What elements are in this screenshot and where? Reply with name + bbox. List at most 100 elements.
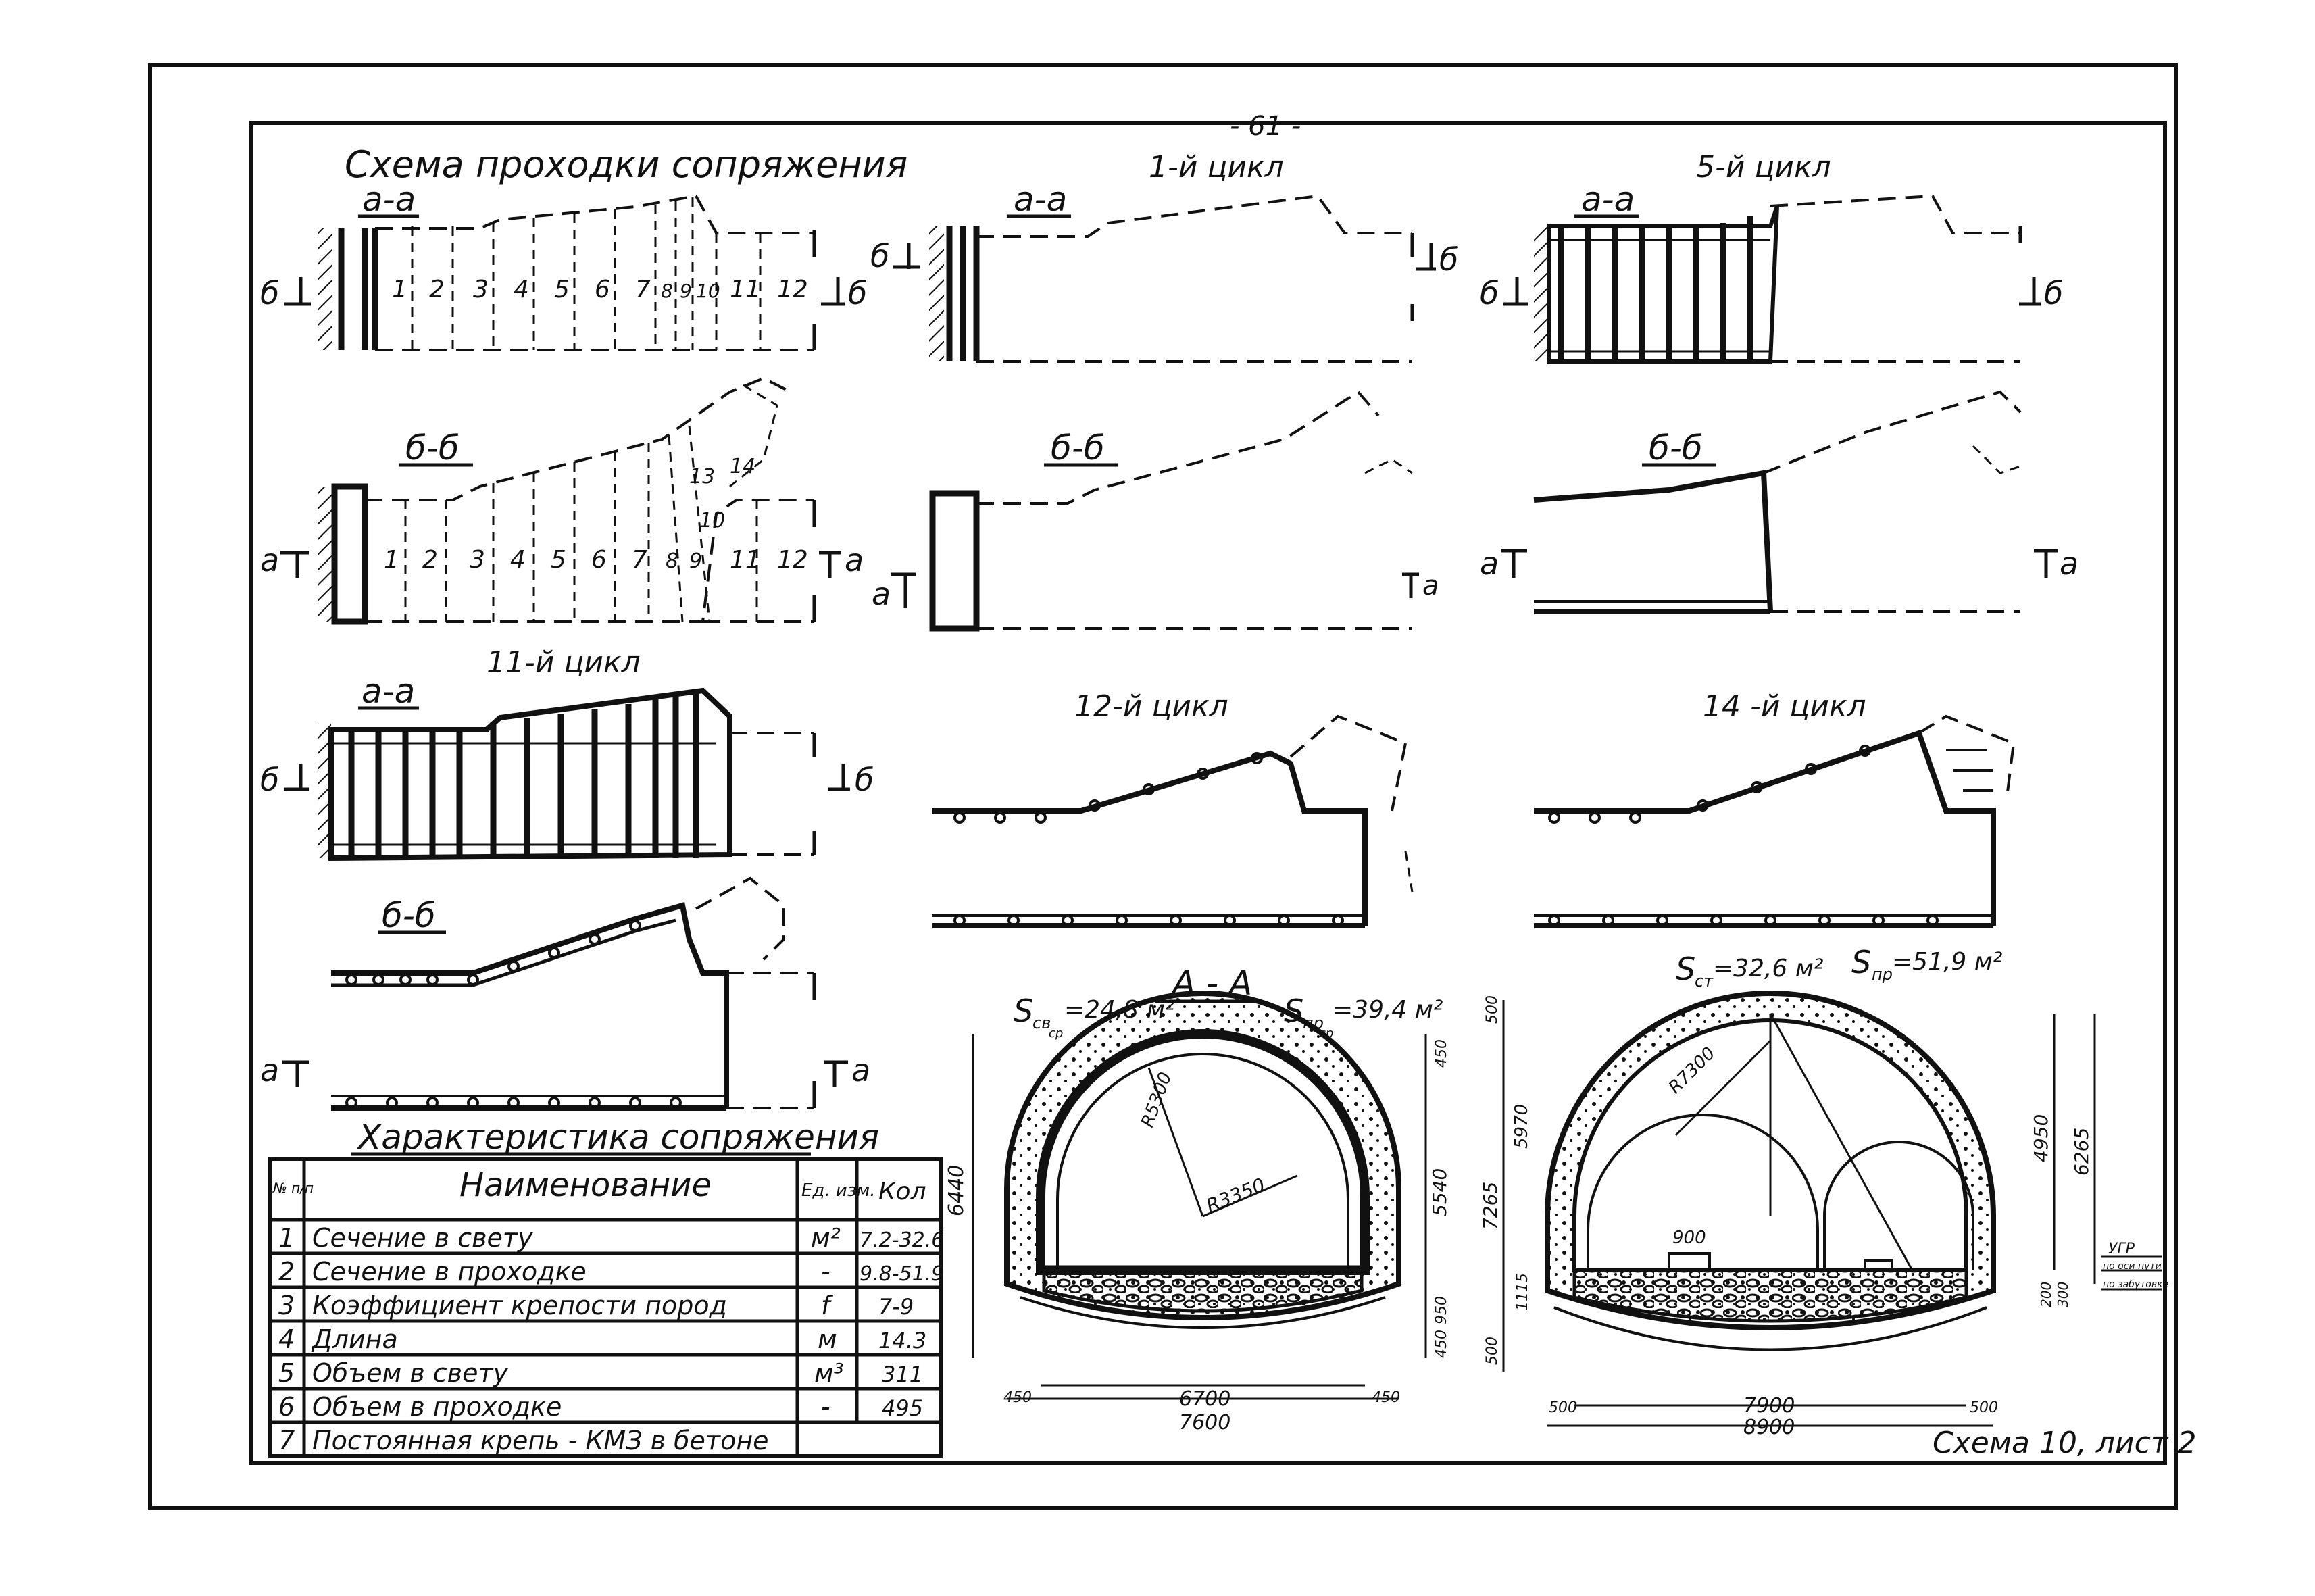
marker-b: б — [848, 275, 867, 311]
cycle-1-aa: 1-й цикл а-а б б — [870, 150, 1458, 363]
row-name: Коэффициент крепости пород — [312, 1291, 727, 1320]
row-num: 1 — [278, 1223, 295, 1253]
svg-text:S: S — [1851, 944, 1871, 980]
segment-label: 4 — [514, 276, 529, 303]
segment-label: 2 — [422, 546, 438, 574]
row-name: Постоянная крепь - КМЗ в бетоне — [312, 1426, 769, 1455]
segment-label: 6 — [591, 546, 607, 574]
segment-label: 4 — [510, 546, 526, 574]
dim-bottom2: 450 — [1433, 1330, 1450, 1358]
dim-h1: 4950 — [2030, 1114, 2052, 1162]
note-axis: по оси пути — [2103, 1261, 2162, 1272]
table-row: 2 Сечение в проходке - 9.8-51.9 — [278, 1257, 944, 1287]
cycle-11-title: 11-й цикл — [487, 645, 641, 680]
svg-text:пр: пр — [1872, 965, 1893, 984]
row-qty: 14.3 — [878, 1328, 926, 1353]
svg-text:ср: ср — [1049, 1026, 1063, 1041]
dim-lv2: 300 — [2055, 1282, 2071, 1307]
header-num: № п/п — [272, 1180, 314, 1196]
marker-a: а — [845, 542, 864, 578]
dim-bottom1: 950 — [1433, 1296, 1450, 1324]
row-unit: - — [821, 1257, 830, 1287]
row-name: Сечение в проходке — [312, 1257, 587, 1287]
dim-h-inner: 5540 — [1428, 1168, 1451, 1216]
cycle-14: 14 -й цикл — [1534, 689, 2016, 928]
cross-section-right: S ст =32,6 м² S пр =51,9 м² R7300 900 50… — [1479, 944, 2168, 1439]
row-num: 4 — [278, 1324, 295, 1354]
dim-outer-w: 7600 — [1179, 1411, 1230, 1435]
marker-b: б — [870, 238, 889, 274]
marker-b: б — [260, 275, 279, 311]
dim-h2: 6265 — [2070, 1128, 2093, 1176]
svg-text:=51,9 м²: =51,9 м² — [1892, 948, 2002, 976]
marker-a: а — [872, 576, 891, 612]
dim-top: 500 — [1484, 995, 1501, 1024]
dim-total-h: 7265 — [1479, 1182, 1501, 1230]
label-ugr: УГР — [2108, 1241, 2135, 1257]
scheme-profile-bb: б-б 1 2 3 4 5 6 7 8 9 10 11 12 1 — [260, 376, 864, 625]
table-row: 1 Сечение в свету м² 7.2-32.6 — [278, 1223, 944, 1253]
row-qty: 7.2-32.6 — [860, 1228, 944, 1252]
table-title: Характеристика сопряжения — [356, 1118, 879, 1157]
footer-scheme-ref: Схема 10, лист 2 — [1933, 1426, 2196, 1460]
dim-inner-w: 7900 — [1743, 1394, 1795, 1418]
dim-side1: 500 — [1549, 1399, 1577, 1416]
marker-a: а — [260, 1052, 279, 1089]
table-row: 3 Коэффициент крепости пород f 7-9 — [278, 1291, 914, 1320]
row-num: 3 — [278, 1291, 295, 1320]
row-unit: f — [821, 1291, 834, 1320]
row-name: Объем в свету — [312, 1358, 509, 1388]
marker-b: б — [1439, 241, 1458, 278]
row-num: 2 — [278, 1257, 295, 1287]
cycle-11-aa: 11-й цикл а-а б б — [260, 645, 874, 862]
cycle-12-title: 12-й цикл — [1074, 689, 1228, 724]
svg-text:=32,6 м²: =32,6 м² — [1713, 955, 1823, 982]
segment-label: 9 — [680, 280, 692, 302]
row-num: 7 — [278, 1426, 295, 1455]
segment-label: 8 — [666, 549, 678, 573]
section-label-aa-3: а-а — [362, 672, 415, 711]
segment-label: 5 — [551, 546, 566, 574]
dim-inner-w: 6700 — [1179, 1387, 1230, 1411]
segment-label: 9 — [689, 549, 702, 573]
segment-label: 12 — [777, 546, 808, 574]
segment-label: 12 — [777, 276, 808, 303]
section-label-bb-4: б-б — [382, 896, 436, 935]
header-name: Наименование — [459, 1166, 712, 1204]
dim-upper-h: 5970 — [1512, 1104, 1532, 1149]
row-unit: м — [818, 1324, 837, 1354]
row-qty: 7-9 — [878, 1294, 914, 1320]
marker-b: б — [1480, 275, 1499, 311]
segment-label: 11 — [730, 276, 761, 303]
dim-top: 450 — [1433, 1039, 1450, 1068]
dim-bottom: 500 — [1484, 1337, 1501, 1365]
page-number: - 61 - — [1230, 111, 1301, 142]
segment-label: 10 — [699, 509, 725, 532]
outer-frame — [148, 63, 2178, 1510]
marker-a: а — [1480, 545, 1499, 582]
characteristics-table: Характеристика сопряжения № п/п Наименов… — [268, 1118, 944, 1458]
row-unit: - — [821, 1392, 830, 1422]
marker-b: б — [855, 762, 874, 798]
segment-label: 2 — [429, 276, 445, 303]
svg-text:S: S — [1676, 951, 1695, 987]
cycle-11-bb: б-б а а — [260, 876, 870, 1111]
marker-a: а — [1422, 570, 1439, 601]
table-row: 7 Постоянная крепь - КМЗ в бетоне — [278, 1426, 769, 1455]
marker-b: б — [2044, 275, 2063, 311]
svg-text:=39,4 м²: =39,4 м² — [1333, 996, 1443, 1024]
header-unit: Ед. изм. — [801, 1180, 876, 1201]
note-backfill: по забутовке — [2103, 1279, 2168, 1290]
svg-text:S: S — [1014, 993, 1033, 1029]
cycle-5-title: 5-й цикл — [1696, 150, 1831, 184]
dim-height: 6440 — [945, 1165, 968, 1216]
header-qty: Кол — [878, 1178, 926, 1205]
segment-label: 7 — [632, 546, 647, 574]
section-label-aa-5: а-а — [1014, 180, 1067, 219]
cycle-5-aa: 5-й цикл а-а б б — [1480, 150, 2063, 364]
row-qty: 311 — [882, 1362, 923, 1387]
table-row: 5 Объем в свету м³ 311 — [278, 1358, 923, 1388]
area-right-exc: S пр =51,9 м² — [1851, 944, 2002, 984]
dim-outer-w: 8900 — [1743, 1416, 1795, 1439]
segment-label: 3 — [470, 546, 485, 574]
